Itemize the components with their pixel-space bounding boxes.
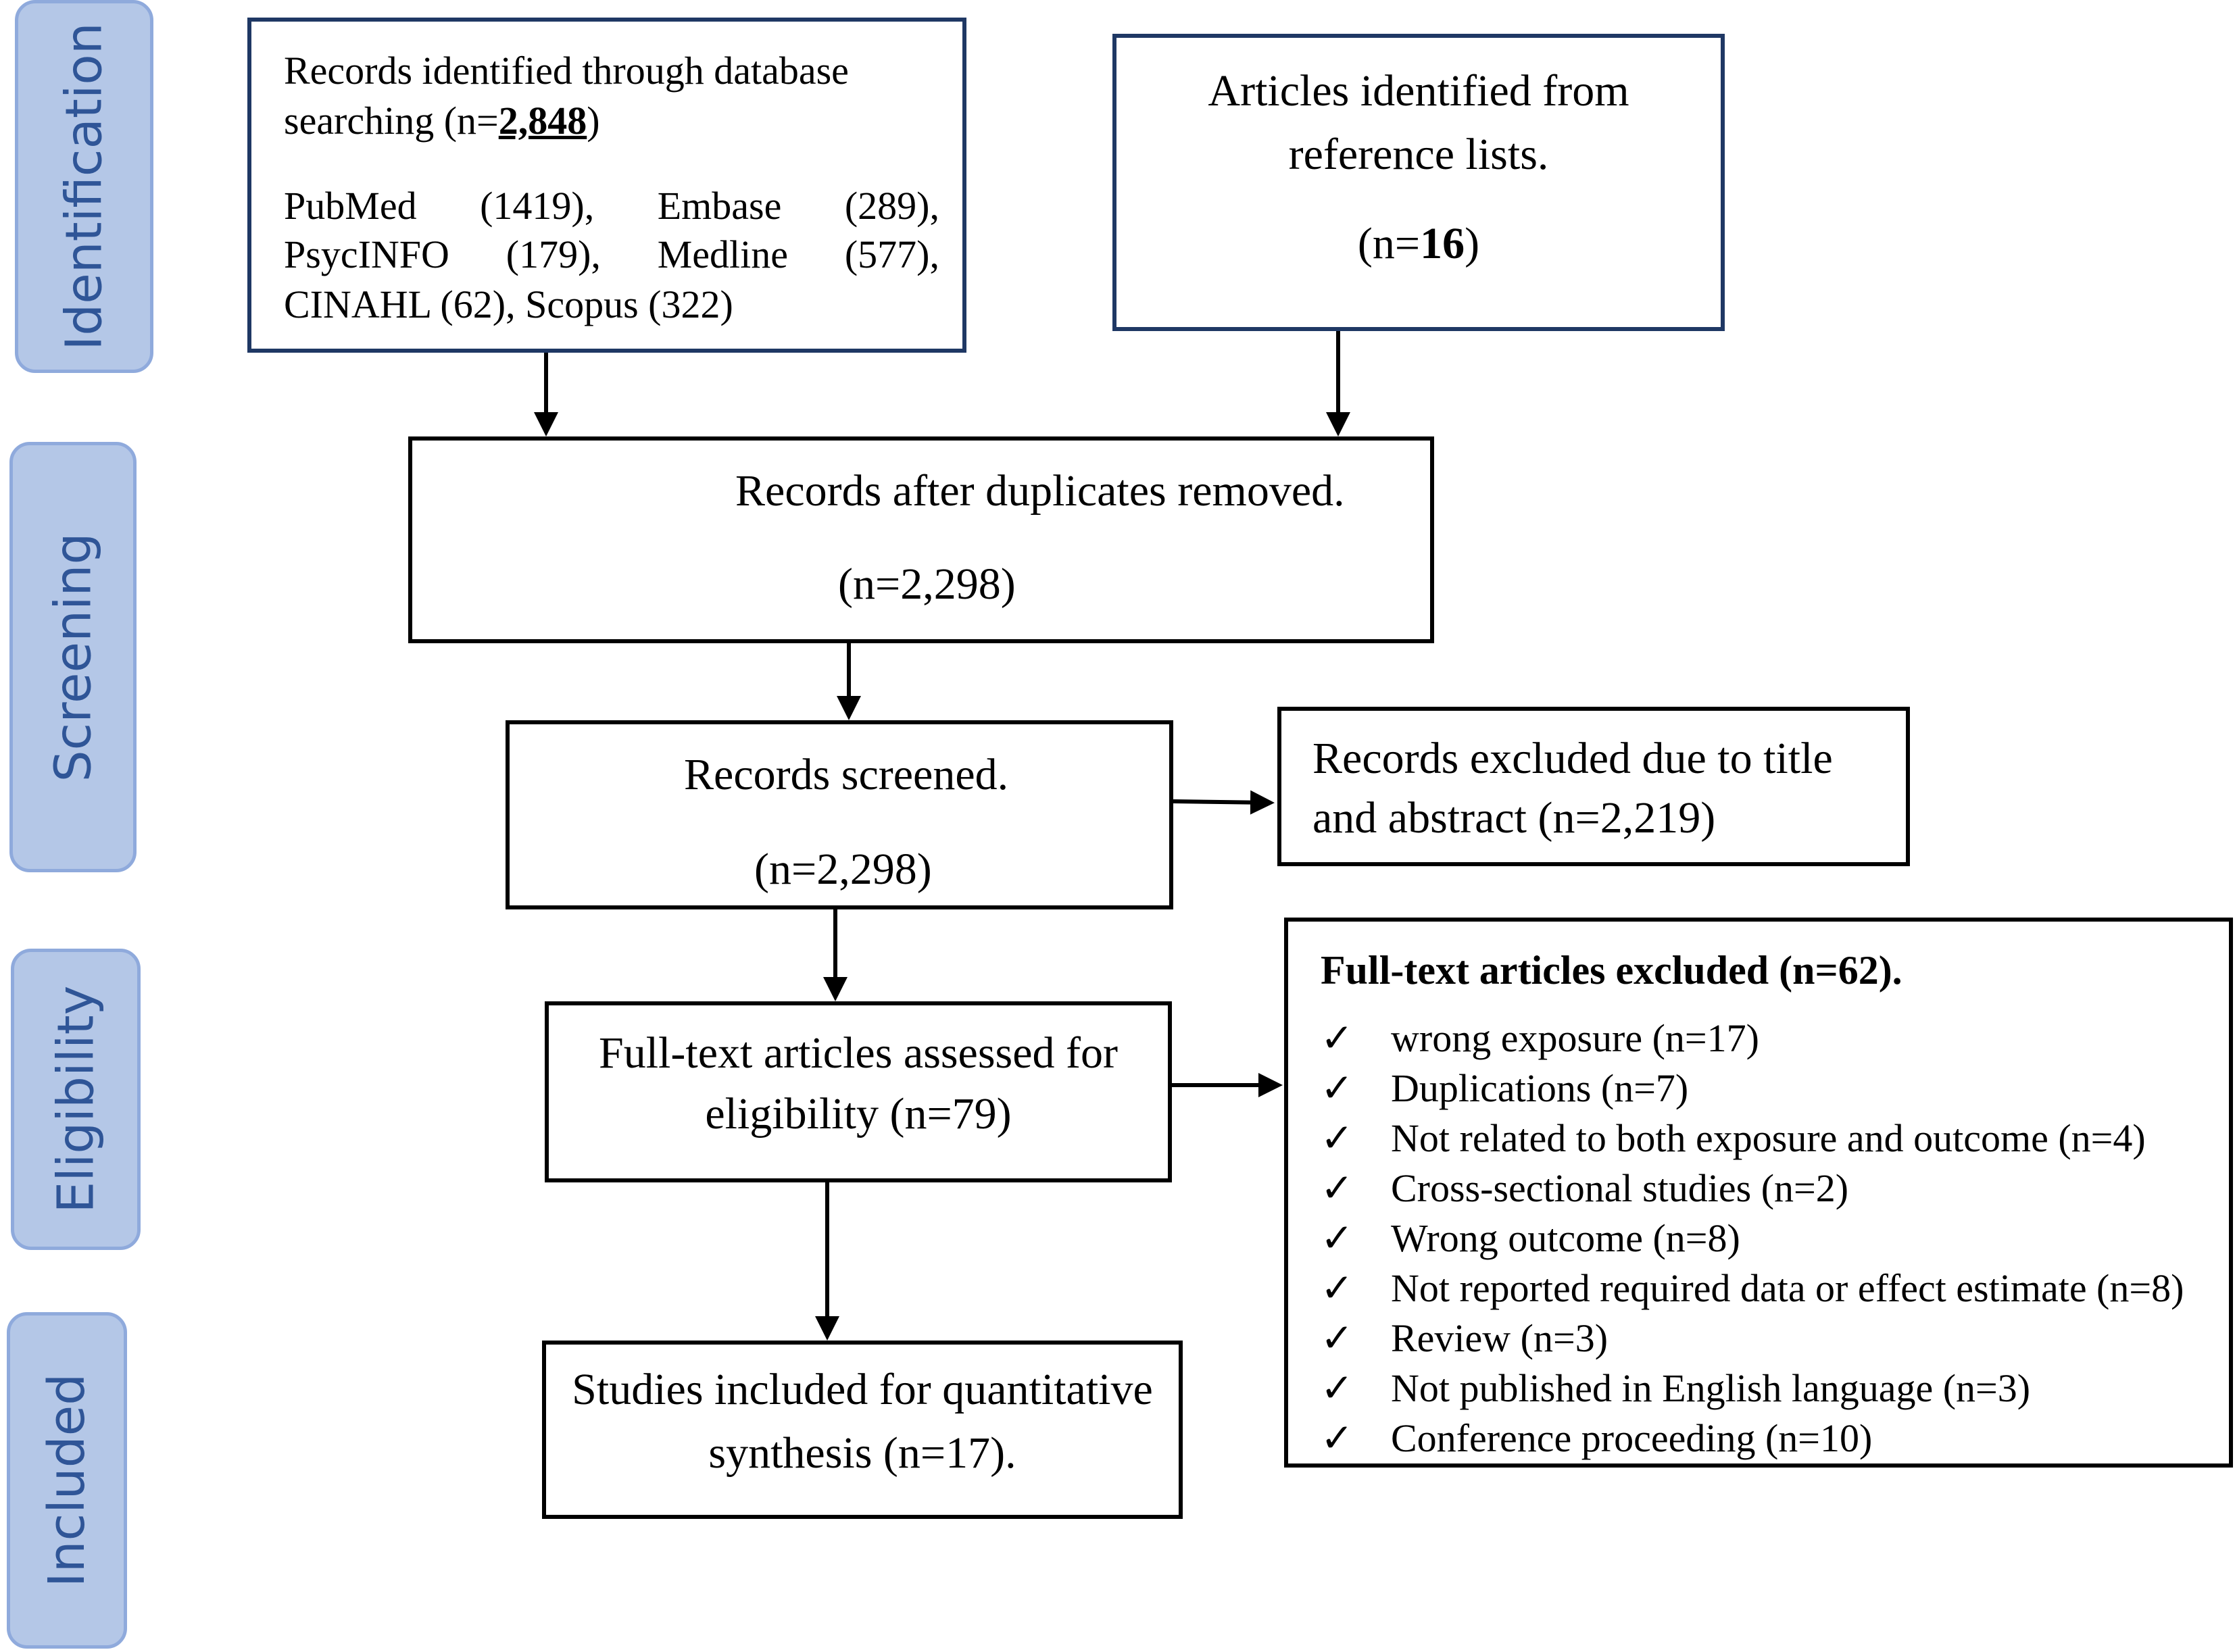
- exclusion-reason-item: ✓ wrong exposure (n=17): [1321, 1019, 1759, 1058]
- stage-eligibility: Eligibility: [11, 949, 141, 1250]
- duplicates-removed-box: Records after duplicates removed. (n=2,2…: [408, 436, 1434, 643]
- checkmark-icon: ✓: [1321, 1416, 1354, 1460]
- reference-lists-box: Articles identified from reference lists…: [1112, 34, 1725, 331]
- exclusion-reason-text: Conference proceeding (n=10): [1391, 1416, 1873, 1460]
- duplicates-removed-count: (n=2,298): [838, 559, 1016, 609]
- checkmark-icon: ✓: [1321, 1216, 1354, 1260]
- exclusion-reason-item: ✓ Wrong outcome (n=8): [1321, 1219, 1740, 1258]
- exclusion-reason-text: Review (n=3): [1391, 1316, 1608, 1360]
- title-abstract-excluded-line1: Records excluded due to title: [1312, 734, 1833, 783]
- checkmark-icon: ✓: [1321, 1016, 1354, 1060]
- exclusion-reason-item: ✓ Duplications (n=7): [1321, 1069, 1688, 1108]
- fulltext-excluded-box: Full-text articles excluded (n=62). ✓ wro…: [1284, 918, 2233, 1468]
- stage-included: Included: [7, 1312, 127, 1649]
- fulltext-assessed-line2: eligibility (n=79): [705, 1089, 1012, 1138]
- checkmark-icon: ✓: [1321, 1166, 1354, 1210]
- stage-identification: Identification: [15, 0, 153, 373]
- database-records-line1: Records identified through database: [284, 49, 849, 93]
- database-sources-row3: CINAHL (62), Scopus (322): [284, 282, 733, 326]
- exclusion-reason-item: ✓ Conference proceeding (n=10): [1321, 1419, 1872, 1458]
- duplicates-removed-label: Records after duplicates removed.: [735, 466, 1345, 516]
- reference-lists-line1: Articles identified from: [1208, 66, 1629, 116]
- exclusion-reason-text: Not published in English language (n=3): [1391, 1366, 2031, 1410]
- exclusion-reason-item: ✓ Not reported required data or effect es…: [1321, 1269, 2184, 1308]
- exclusion-reason-item: ✓ Not published in English language (n=3): [1321, 1369, 2030, 1408]
- database-records-box: Records identified through database sear…: [247, 18, 966, 353]
- database-sources-row1: PubMed(1419),Embase(289),: [284, 184, 939, 228]
- checkmark-icon: ✓: [1321, 1066, 1354, 1110]
- exclusion-reason-item: ✓ Cross-sectional studies (n=2): [1321, 1169, 1848, 1208]
- exclusion-reason-text: wrong exposure (n=17): [1391, 1016, 1759, 1060]
- fulltext-excluded-heading: Full-text articles excluded (n=62).: [1321, 948, 1902, 993]
- reference-lists-count: (n=16): [1357, 219, 1480, 268]
- database-records-line2: searching (n=2,848): [284, 99, 600, 143]
- database-sources-row2: PsycINFO(179),Medline(577),: [284, 232, 939, 276]
- records-screened-count: (n=2,298): [754, 845, 932, 894]
- fulltext-assessed-line1: Full-text articles assessed for: [599, 1028, 1118, 1078]
- arrow-screened-to-title-excluded: [1173, 790, 1275, 815]
- checkmark-icon: ✓: [1321, 1116, 1354, 1160]
- exclusion-reason-text: Duplications (n=7): [1391, 1066, 1689, 1110]
- records-screened-label: Records screened.: [684, 750, 1009, 799]
- studies-included-box: Studies included for quantitative synthe…: [542, 1341, 1183, 1519]
- exclusion-reason-text: Not related to both exposure and outcome…: [1391, 1116, 2146, 1160]
- reference-lists-line2: reference lists.: [1288, 130, 1549, 179]
- stage-screening: Screening: [9, 442, 137, 872]
- records-screened-box: Records screened. (n=2,298): [506, 720, 1173, 909]
- database-records-count: 2,848: [498, 99, 587, 143]
- checkmark-icon: ✓: [1321, 1266, 1354, 1310]
- checkmark-icon: ✓: [1321, 1316, 1354, 1360]
- exclusion-reason-item: ✓ Review (n=3): [1321, 1319, 1608, 1358]
- exclusion-reason-text: Not reported required data or effect est…: [1391, 1266, 2184, 1310]
- studies-included-line2: synthesis (n=17).: [708, 1428, 1016, 1478]
- checkmark-icon: ✓: [1321, 1366, 1354, 1410]
- fulltext-assessed-box: Full-text articles assessed for eligibil…: [545, 1001, 1172, 1182]
- title-abstract-excluded-line2: and abstract (n=2,219): [1312, 793, 1716, 843]
- exclusion-reason-text: Wrong outcome (n=8): [1391, 1216, 1740, 1260]
- title-abstract-excluded-box: Records excluded due to title and abstra…: [1277, 707, 1910, 866]
- exclusion-reason-item: ✓ Not related to both exposure and outcom…: [1321, 1119, 2146, 1158]
- exclusion-reason-text: Cross-sectional studies (n=2): [1391, 1166, 1849, 1210]
- studies-included-line1: Studies included for quantitative: [572, 1365, 1153, 1414]
